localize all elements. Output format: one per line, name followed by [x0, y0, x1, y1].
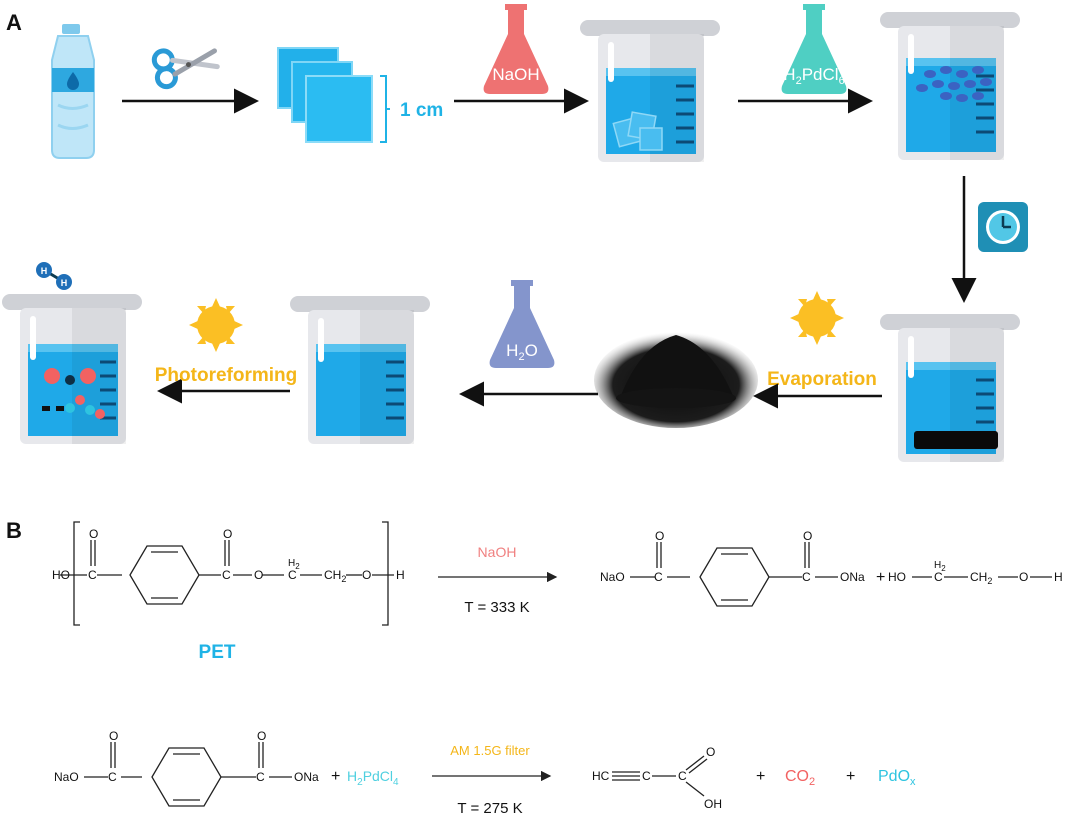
- panel-label-a: A: [6, 10, 22, 35]
- svg-text:C: C: [678, 769, 687, 783]
- photoreforming-label: Photoreforming: [155, 365, 298, 386]
- svg-text:C: C: [222, 568, 231, 582]
- catalyst-powder-icon: [594, 332, 758, 428]
- size-bracket: [380, 75, 390, 143]
- sun-icon: [189, 298, 243, 352]
- reaction1-reagent: NaOH: [478, 544, 517, 560]
- svg-text:O: O: [706, 745, 715, 759]
- flask-icon: H2O: [489, 280, 555, 368]
- svg-text:CH2: CH2: [324, 568, 346, 584]
- svg-text:C: C: [288, 568, 297, 582]
- svg-text:O: O: [803, 529, 812, 543]
- svg-text:C: C: [654, 570, 663, 584]
- svg-text:H: H: [1054, 570, 1063, 584]
- ethylene-glycol-labels: HO H2 C CH2 O H: [888, 560, 1063, 586]
- disodium-terephthalate-structure-2: [84, 742, 292, 807]
- flask-icon: NaOH: [483, 4, 549, 94]
- co2-label: CO2: [785, 768, 815, 788]
- panel-label-b: B: [6, 518, 22, 543]
- svg-text:O: O: [254, 568, 263, 582]
- naoh-flask-label: NaOH: [492, 65, 539, 84]
- h2o-flask-label: H2O: [506, 341, 538, 363]
- beaker-icon: [2, 294, 142, 444]
- pet-structure-labels: HO C O C O O H2 C CH2 O H: [52, 527, 405, 584]
- svg-text:ONa: ONa: [294, 770, 319, 784]
- clock-icon: [978, 202, 1028, 252]
- svg-text:C: C: [88, 568, 97, 582]
- reaction1-condition: T = 333 K: [464, 599, 529, 616]
- reaction2-plus-3: +: [846, 768, 855, 785]
- svg-text:C: C: [934, 570, 943, 584]
- svg-text:C: C: [256, 770, 265, 784]
- svg-text:O: O: [1019, 570, 1028, 584]
- size-label: 1 cm: [400, 100, 443, 121]
- disodium-terephthalate-structure: [630, 542, 838, 607]
- svg-text:NaO: NaO: [600, 570, 625, 584]
- svg-text:NaO: NaO: [54, 770, 79, 784]
- svg-text:O: O: [655, 529, 664, 543]
- svg-text:H: H: [61, 278, 68, 288]
- flask-icon: H2PdCl6: [781, 4, 847, 94]
- reaction2-plus-1: +: [331, 768, 340, 785]
- svg-text:C: C: [108, 770, 117, 784]
- reaction2-plus-2: +: [756, 768, 765, 785]
- svg-text:O: O: [223, 527, 232, 541]
- disodium-terephthalate-labels-2: NaO C O C O ONa: [54, 729, 319, 784]
- svg-text:ONa: ONa: [840, 570, 865, 584]
- svg-text:HO: HO: [52, 568, 70, 582]
- h2pdcl4-label: H2PdCl4: [347, 768, 399, 788]
- pet-label: PET: [199, 642, 236, 663]
- h2-molecule-icon: H H: [36, 262, 72, 290]
- svg-text:HC: HC: [592, 769, 610, 783]
- svg-text:HO: HO: [888, 570, 906, 584]
- svg-text:C: C: [802, 570, 811, 584]
- svg-text:O: O: [109, 729, 118, 743]
- beaker-icon: [880, 314, 1020, 462]
- beaker-icon: [880, 12, 1020, 160]
- svg-text:O: O: [89, 527, 98, 541]
- svg-text:H2: H2: [934, 560, 946, 573]
- svg-text:OH: OH: [704, 797, 722, 811]
- svg-text:O: O: [362, 568, 371, 582]
- pet-structure: [60, 521, 394, 626]
- propiolic-acid-structure: [612, 755, 708, 797]
- disodium-terephthalate-labels: NaO C O C O ONa: [600, 529, 865, 584]
- svg-text:H: H: [396, 568, 405, 582]
- scissors-icon: [151, 48, 220, 90]
- pdox-label: PdOx: [878, 768, 916, 788]
- h2pdcl6-flask-label: H2PdCl6: [783, 65, 844, 87]
- water-bottle-icon: [51, 24, 95, 159]
- sun-icon: [790, 291, 844, 345]
- reaction2-reagent: AM 1.5G filter: [450, 743, 530, 758]
- svg-text:O: O: [257, 729, 266, 743]
- beaker-icon: [580, 20, 720, 162]
- evaporation-label: Evaporation: [767, 369, 877, 390]
- reaction1-plus: +: [876, 569, 885, 586]
- pet-h2-label: H2: [288, 558, 300, 571]
- svg-text:C: C: [642, 769, 651, 783]
- beaker-icon: [290, 296, 430, 444]
- propiolic-acid-labels: HC C C O OH: [592, 745, 722, 811]
- svg-text:H: H: [41, 266, 48, 276]
- reaction2-condition: T = 275 K: [457, 800, 522, 817]
- pet-squares-icon: [277, 47, 373, 143]
- svg-text:CH2: CH2: [970, 570, 992, 586]
